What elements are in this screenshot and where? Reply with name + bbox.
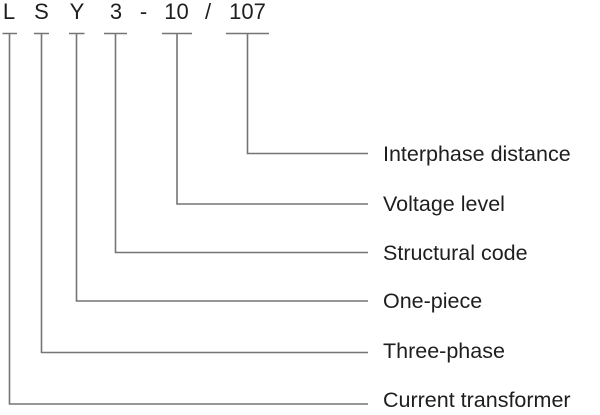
model-code: L S Y 3 - 10 / 107	[3, 0, 266, 24]
code-token-slash: /	[205, 0, 212, 24]
code-token-dash: -	[140, 0, 147, 24]
connector-lines	[2, 32, 368, 405]
code-token-s: S	[34, 0, 49, 24]
legend-label-three-phase: Three-phase	[383, 339, 505, 363]
legend-label-current-transformer: Current transformer	[383, 388, 571, 412]
connector-10	[162, 32, 368, 205]
connector-s	[34, 32, 368, 354]
legend-label-interphase-distance: Interphase distance	[383, 142, 571, 166]
code-token-l: L	[3, 0, 15, 24]
connector-3	[104, 32, 368, 254]
code-token-10: 10	[164, 0, 188, 24]
legend-label-voltage-level: Voltage level	[383, 192, 505, 216]
connector-107	[226, 32, 368, 155]
connector-y	[69, 32, 368, 302]
connector-l	[2, 32, 368, 405]
code-token-107: 107	[229, 0, 266, 24]
legend-labels: Interphase distance Voltage level Struct…	[383, 142, 571, 412]
legend-label-one-piece: One-piece	[383, 289, 482, 313]
code-token-3: 3	[110, 0, 122, 24]
code-token-y: Y	[70, 0, 85, 24]
legend-label-structural-code: Structural code	[383, 241, 528, 265]
